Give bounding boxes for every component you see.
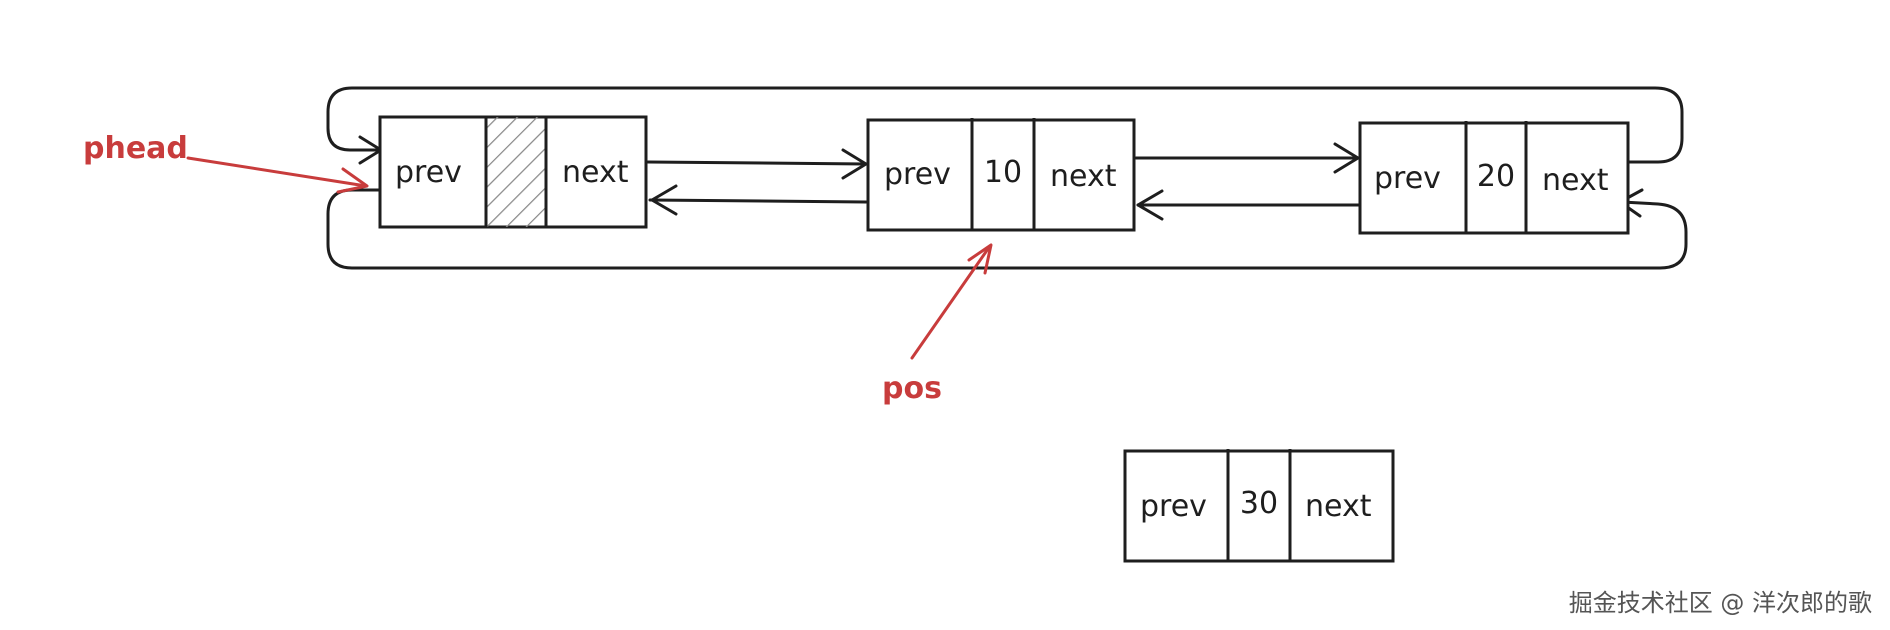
node-sentinel: prev next [378,115,648,229]
node-next-label: next [1305,489,1372,524]
phead-pointer: phead [83,131,369,194]
node-value-label: 10 [984,155,1022,190]
node-links [646,142,1362,221]
node-prev-label: prev [395,155,462,190]
watermark: 掘金技术社区 @ 洋次郎的歌 [1568,589,1872,617]
phead-label: phead [83,131,188,166]
node-20: prev 20 next [1358,121,1630,235]
node-30: prev 30 next [1123,449,1395,563]
node-next-label: next [1542,163,1609,198]
node-10: prev 10 next [866,118,1136,232]
node-next-label: next [562,155,629,190]
node-value-label: 20 [1477,159,1515,194]
node-value-label: 30 [1240,486,1278,521]
pos-label: pos [882,371,942,406]
prev-link-10-to-sentinel [648,198,868,204]
circular-loop [326,86,1688,270]
node-prev-label: prev [1140,489,1207,524]
next-link-sentinel-to-10 [646,160,868,166]
pos-pointer: pos [882,243,993,406]
node-prev-label: prev [884,157,951,192]
node-next-label: next [1050,159,1117,194]
node-prev-label: prev [1374,161,1441,196]
